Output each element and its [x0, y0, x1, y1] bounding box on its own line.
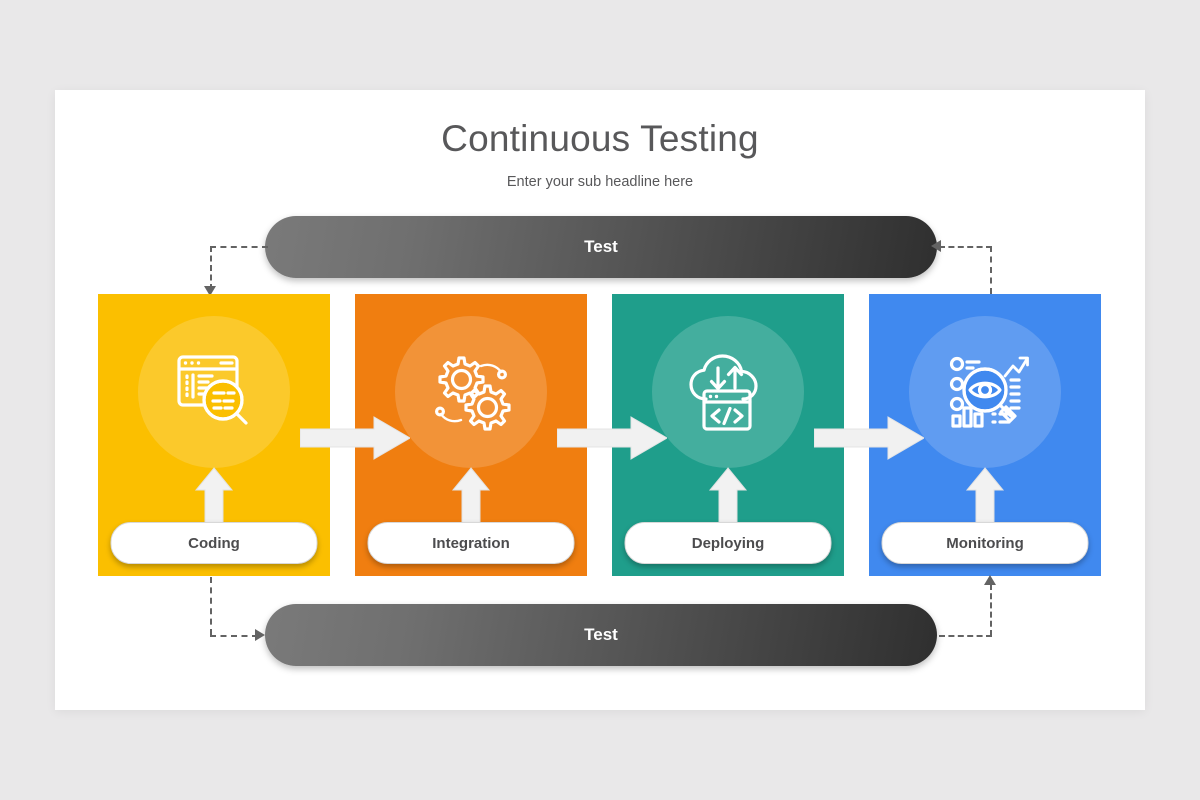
- step-label-deploying: Deploying: [691, 534, 765, 552]
- up-arrow-icon: [708, 466, 748, 524]
- step-arrow-1-2: [300, 415, 410, 461]
- up-arrow-icon: [965, 466, 1005, 524]
- step-label-pill-deploying[interactable]: Deploying: [624, 522, 832, 564]
- gears-icon: [423, 344, 519, 440]
- up-arrow-icon: [451, 466, 491, 524]
- step-card-coding[interactable]: Coding: [98, 294, 330, 576]
- step-label-pill-coding[interactable]: Coding: [110, 522, 318, 564]
- step-label-monitoring: Monitoring: [946, 534, 1024, 552]
- page-title: Continuous Testing: [441, 118, 759, 159]
- slide-surface: Continuous Testing Enter your sub headli…: [55, 90, 1145, 710]
- step-label-pill-integration[interactable]: Integration: [367, 522, 575, 564]
- eye-analytics-magnifier-icon: [937, 344, 1033, 440]
- page-subtitle: Enter your sub headline here: [506, 174, 694, 190]
- step-label-pill-monitoring[interactable]: Monitoring: [881, 522, 1089, 564]
- test-bar-top[interactable]: Test: [265, 216, 937, 278]
- code-window-magnifier-icon: [166, 344, 262, 440]
- step-card-monitoring[interactable]: Monitoring: [869, 294, 1101, 576]
- step-label-coding: Coding: [188, 534, 240, 552]
- step-arrow-2-3: [557, 415, 667, 461]
- test-bar-bottom-label: Test: [584, 625, 618, 644]
- cloud-code-upload-download-icon: [680, 344, 776, 440]
- step-arrow-3-4: [814, 415, 924, 461]
- step-label-integration: Integration: [432, 534, 510, 552]
- test-bar-top-label: Test: [584, 237, 618, 256]
- up-arrow-icon: [194, 466, 234, 524]
- test-bar-bottom[interactable]: Test: [265, 604, 937, 666]
